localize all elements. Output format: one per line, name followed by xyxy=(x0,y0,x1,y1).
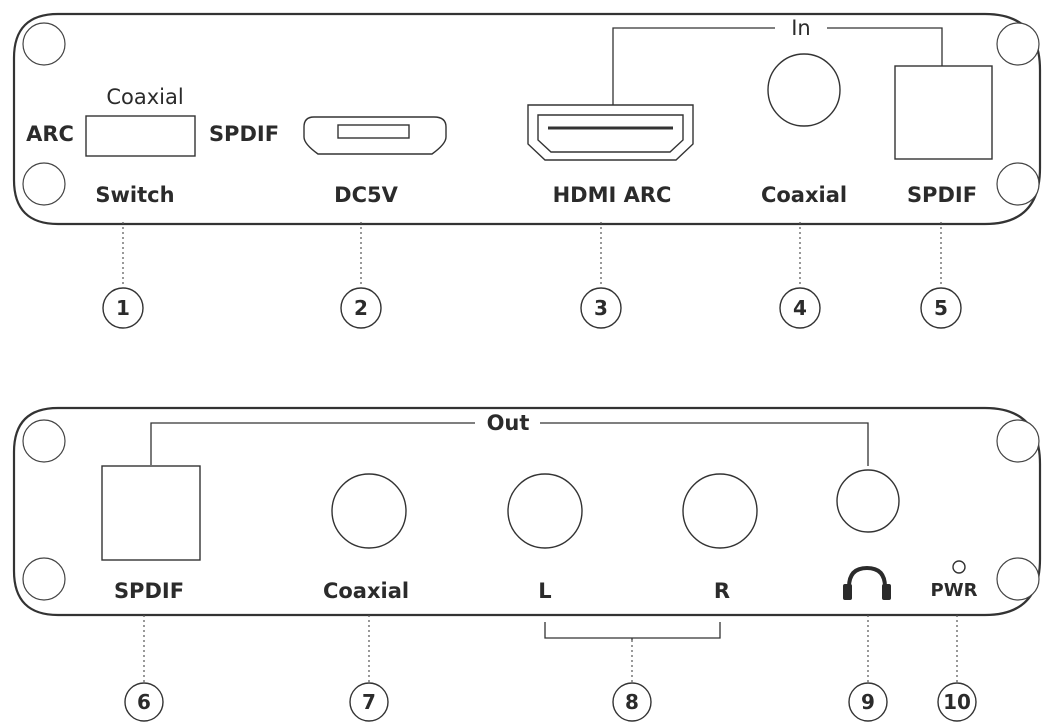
screw-hole-top-right-2 xyxy=(996,419,1040,463)
switch-top-label: Coaxial xyxy=(106,85,183,109)
coaxial-in-jack xyxy=(767,53,841,127)
hdmi-arc-port-inner xyxy=(537,114,684,153)
lr-group-bracket xyxy=(544,622,721,640)
callout-number-5: 5 xyxy=(934,296,948,320)
callout-number-8: 8 xyxy=(625,690,639,714)
callout-circle-4 xyxy=(779,287,821,329)
top-panel: In Coaxial ARC SPDIF Switch DC5V HDMI AR… xyxy=(12,12,1042,226)
callout-circle-3 xyxy=(580,287,622,329)
screw-hole-top-left-2 xyxy=(22,419,66,463)
hdmi-arc-label: HDMI ARC xyxy=(553,183,672,207)
coaxial-out-label: Coaxial xyxy=(323,579,409,603)
callout-number-6: 6 xyxy=(137,690,151,714)
dc5v-port-tongue xyxy=(337,124,410,139)
bottom-panel: Out SPDIF Coaxial L R PWR xyxy=(12,406,1042,617)
switch-left-label: ARC xyxy=(26,122,74,146)
callout-circle-8 xyxy=(612,682,652,722)
in-header: In xyxy=(791,16,811,40)
coaxial-out-jack xyxy=(331,473,407,549)
power-led xyxy=(952,560,966,574)
headphone-jack xyxy=(836,469,900,533)
switch-right-label: SPDIF xyxy=(209,122,279,146)
callout-circle-7 xyxy=(349,682,389,722)
screw-hole-bottom-left-2 xyxy=(22,557,66,601)
callout-circle-5 xyxy=(920,287,962,329)
callout-number-1: 1 xyxy=(116,296,130,320)
rca-left-label: L xyxy=(538,579,551,603)
callout-number-4: 4 xyxy=(793,296,807,320)
dc5v-port xyxy=(303,116,447,155)
rca-right-jack xyxy=(682,473,758,549)
pwr-label: PWR xyxy=(931,580,978,601)
rca-right-label: R xyxy=(714,579,730,603)
spdif-in-label: SPDIF xyxy=(907,183,977,207)
screw-hole-bottom-right xyxy=(996,162,1040,206)
out-header: Out xyxy=(487,411,530,435)
screw-hole-bottom-right-2 xyxy=(996,557,1040,601)
headphones-icon xyxy=(843,565,891,600)
top-callouts: 1 2 3 4 5 xyxy=(102,222,962,329)
callout-circle-6 xyxy=(124,682,164,722)
callout-circle-1 xyxy=(102,287,144,329)
callout-circle-2 xyxy=(340,287,382,329)
in-group-bracket xyxy=(612,27,943,105)
callout-circle-10 xyxy=(937,682,977,722)
rca-left-jack xyxy=(507,473,583,549)
spdif-out-label: SPDIF xyxy=(114,579,184,603)
callout-number-9: 9 xyxy=(861,690,875,714)
screw-hole-top-right xyxy=(996,22,1040,66)
callout-number-7: 7 xyxy=(362,690,376,714)
out-group-bracket xyxy=(150,422,869,466)
callout-number-3: 3 xyxy=(594,296,608,320)
callout-number-10: 10 xyxy=(943,690,971,714)
bottom-callouts: 6 7 8 9 10 xyxy=(124,615,977,722)
dc5v-label: DC5V xyxy=(334,183,398,207)
callout-circle-9 xyxy=(848,682,888,722)
hdmi-arc-port xyxy=(527,104,694,161)
screw-hole-top-left xyxy=(22,22,66,66)
spdif-out-port xyxy=(101,465,201,561)
switch-label: Switch xyxy=(95,183,174,207)
screw-hole-bottom-left xyxy=(22,162,66,206)
coaxial-in-label: Coaxial xyxy=(761,183,847,207)
spdif-in-port xyxy=(894,65,993,160)
callout-number-2: 2 xyxy=(354,296,368,320)
arc-spdif-switch[interactable] xyxy=(85,115,196,157)
